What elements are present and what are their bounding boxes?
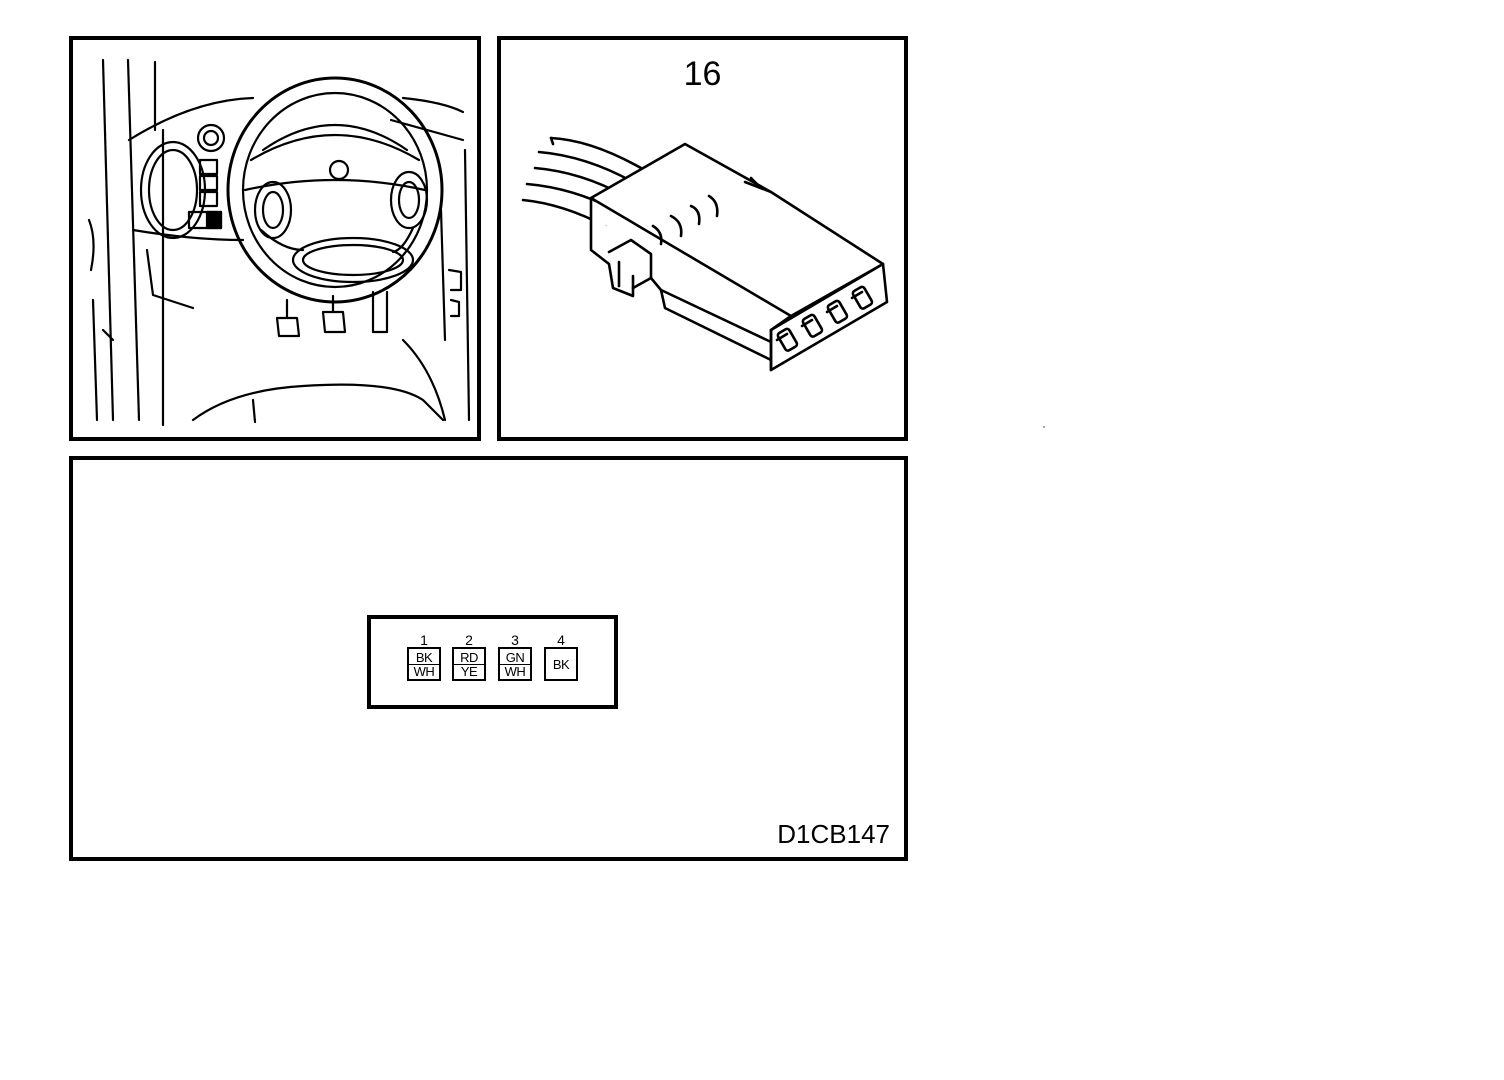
wire-color-stripe: WH (504, 663, 526, 679)
pinout-panel: 1 BK WH 2 RD YE 3 GN WH 4 BK D (69, 456, 908, 861)
pin-color-box: BK WH (407, 647, 441, 681)
pin-number: 2 (465, 632, 473, 648)
connector-face: 1 BK WH 2 RD YE 3 GN WH 4 BK (367, 615, 618, 709)
wire-color-stripe: YE (460, 663, 478, 679)
scan-speck (1043, 426, 1045, 428)
dashboard-illustration (87, 58, 471, 427)
pin-color-box: BK (544, 647, 578, 681)
wire-color-primary: RD (454, 651, 484, 665)
pin-1: 1 BK WH (405, 633, 443, 681)
location-view-panel (69, 36, 481, 441)
wire-color-primary: BK (552, 656, 570, 672)
pin-number: 1 (420, 632, 428, 648)
pin-color-box: RD YE (452, 647, 486, 681)
connector-number: 16 (683, 55, 722, 93)
pin-3: 3 GN WH (496, 633, 534, 681)
wire-color-primary: GN (500, 651, 530, 665)
pin-4: 4 BK (542, 633, 580, 681)
pin-color-box: GN WH (498, 647, 532, 681)
wire-color-stripe: WH (413, 663, 435, 679)
figure-code: D1CB147 (777, 819, 890, 849)
pin-2: 2 RD YE (450, 633, 488, 681)
pin-number: 4 (557, 632, 565, 648)
wire-color-primary: BK (409, 651, 439, 665)
connector-view-panel: 16 (497, 36, 908, 441)
pin-number: 3 (511, 632, 519, 648)
connector-illustration (521, 136, 889, 372)
